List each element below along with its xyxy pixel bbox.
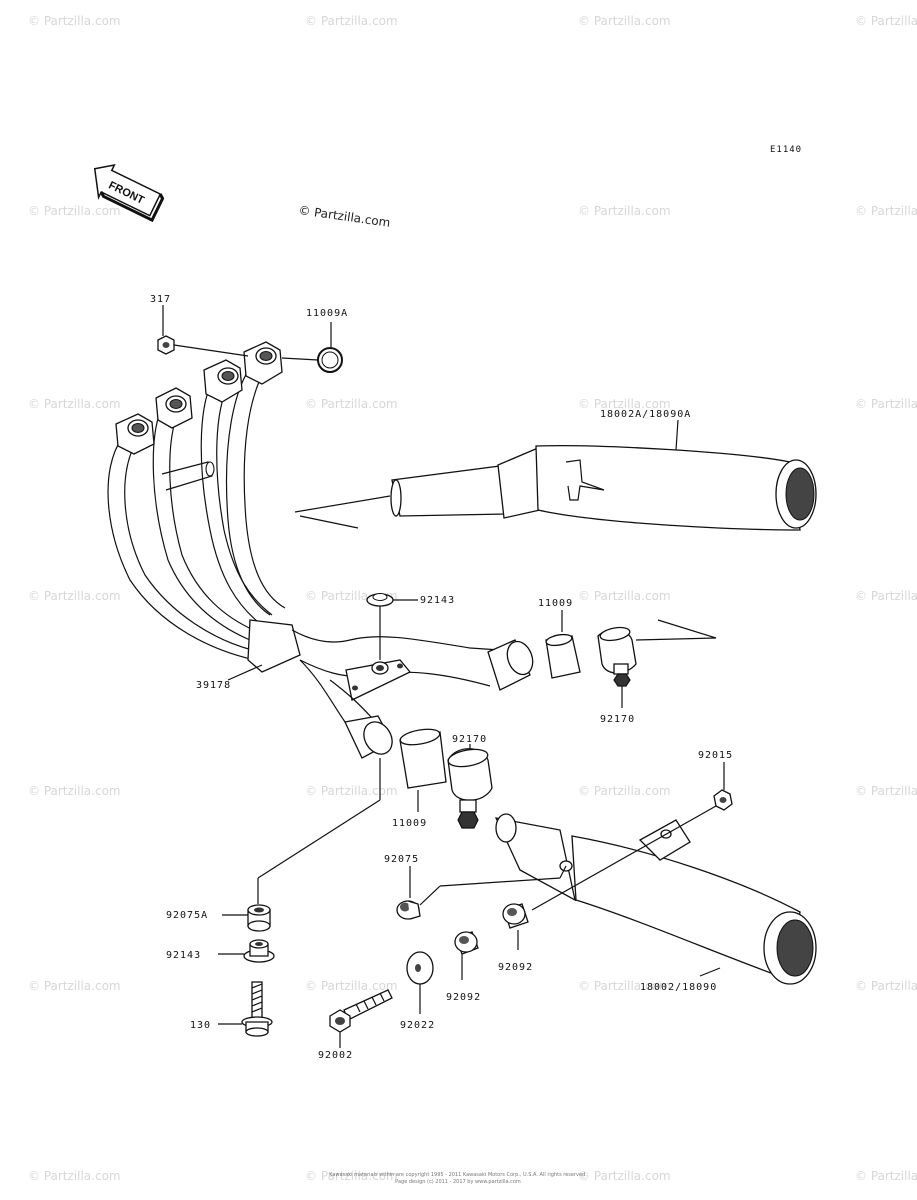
clamp-92170-mid	[447, 744, 493, 829]
label-39178: 39178	[196, 680, 231, 691]
header-flange	[155, 387, 193, 429]
label-18002a: 18002A/18090A	[600, 409, 691, 420]
grommet-92143-bottom	[218, 939, 275, 963]
label-92092-left: 92092	[446, 992, 481, 1003]
damper-92075	[396, 865, 567, 920]
watermark: © Partzilla.com	[855, 979, 917, 993]
gasket-11009-right	[545, 610, 581, 679]
label-92022: 92022	[400, 1020, 435, 1031]
gasket-11009-mid	[399, 728, 447, 812]
label-317: 317	[150, 294, 171, 305]
label-92002: 92002	[318, 1050, 353, 1061]
watermark: © Partzilla.com	[305, 14, 398, 28]
watermark: © Partzilla.com	[855, 1169, 917, 1183]
label-11009-mid: 11009	[392, 818, 427, 829]
watermark: © Partzilla.com	[578, 397, 671, 411]
watermark-layer: © Partzilla.com © Partzilla.com © Partzi…	[28, 14, 917, 1183]
clamp-92170-right	[597, 619, 717, 708]
washer-92022	[406, 951, 434, 1014]
watermark: © Partzilla.com	[855, 784, 917, 798]
watermark: © Partzilla.com	[578, 204, 671, 218]
bolt-92002	[329, 989, 393, 1048]
muffler-upper	[294, 419, 817, 531]
label-92143-top: 92143	[420, 595, 455, 606]
watermark: © Partzilla.com	[855, 14, 917, 28]
watermark: © Partzilla.com	[578, 14, 671, 28]
watermark: © Partzilla.com	[855, 589, 917, 603]
leader-line	[257, 799, 381, 879]
header-flange	[203, 359, 243, 403]
watermark: © Partzilla.com	[578, 784, 671, 798]
label-18002: 18002/18090	[640, 982, 717, 993]
label-92143-bottom: 92143	[166, 950, 201, 961]
diagram-code: E1140	[770, 145, 802, 155]
damper-92092-right	[502, 903, 529, 950]
watermark: © Partzilla.com	[28, 589, 121, 603]
bolt-130	[218, 981, 273, 1037]
watermark: © Partzilla.com	[305, 784, 398, 798]
label-92170-right: 92170	[600, 714, 635, 725]
label-11009-right: 11009	[538, 598, 573, 609]
watermark: © Partzilla.com	[578, 589, 671, 603]
header-flange	[243, 341, 283, 385]
gasket-11009a	[281, 322, 343, 373]
label-92092-right: 92092	[498, 962, 533, 973]
label-92075: 92075	[384, 854, 419, 865]
watermark: © Partzilla.com	[305, 979, 398, 993]
footer-line1: Kawasaki materials within are copyright …	[329, 1172, 587, 1178]
label-92170-mid: 92170	[452, 734, 487, 745]
watermark: © Partzilla.com	[855, 204, 917, 218]
watermark: © Partzilla.com	[28, 979, 121, 993]
muffler-lower	[494, 813, 817, 985]
watermark: © Partzilla.com	[305, 397, 398, 411]
watermark: © Partzilla.com	[305, 1169, 398, 1183]
label-92075a: 92075A	[166, 910, 208, 921]
watermark: © Partzilla.com	[28, 784, 121, 798]
damper-92075a	[222, 904, 271, 932]
watermark: © Partzilla.com	[28, 204, 121, 218]
watermark: © Partzilla.com	[855, 397, 917, 411]
exhaust-header-pipes	[107, 341, 534, 759]
nut-317	[157, 305, 249, 357]
front-arrow-icon: FRONT	[93, 163, 165, 223]
copyright-text: © Partzilla.com	[298, 203, 392, 230]
label-92015: 92015	[698, 750, 733, 761]
damper-92092-left	[454, 931, 479, 980]
watermark: © Partzilla.com	[578, 1169, 671, 1183]
label-11009a: 11009A	[306, 308, 348, 319]
watermark: © Partzilla.com	[28, 14, 121, 28]
footer-line2: Page design (c) 2011 - 2017 by www.partz…	[395, 1179, 521, 1185]
watermark: © Partzilla.com	[578, 979, 671, 993]
nut-92015	[531, 762, 733, 911]
watermark: © Partzilla.com	[28, 397, 121, 411]
header-flange	[115, 413, 155, 455]
grommet-92143-top	[366, 593, 418, 660]
leader-39178	[227, 664, 263, 681]
watermark: © Partzilla.com	[28, 1169, 121, 1183]
label-130: 130	[190, 1020, 211, 1031]
